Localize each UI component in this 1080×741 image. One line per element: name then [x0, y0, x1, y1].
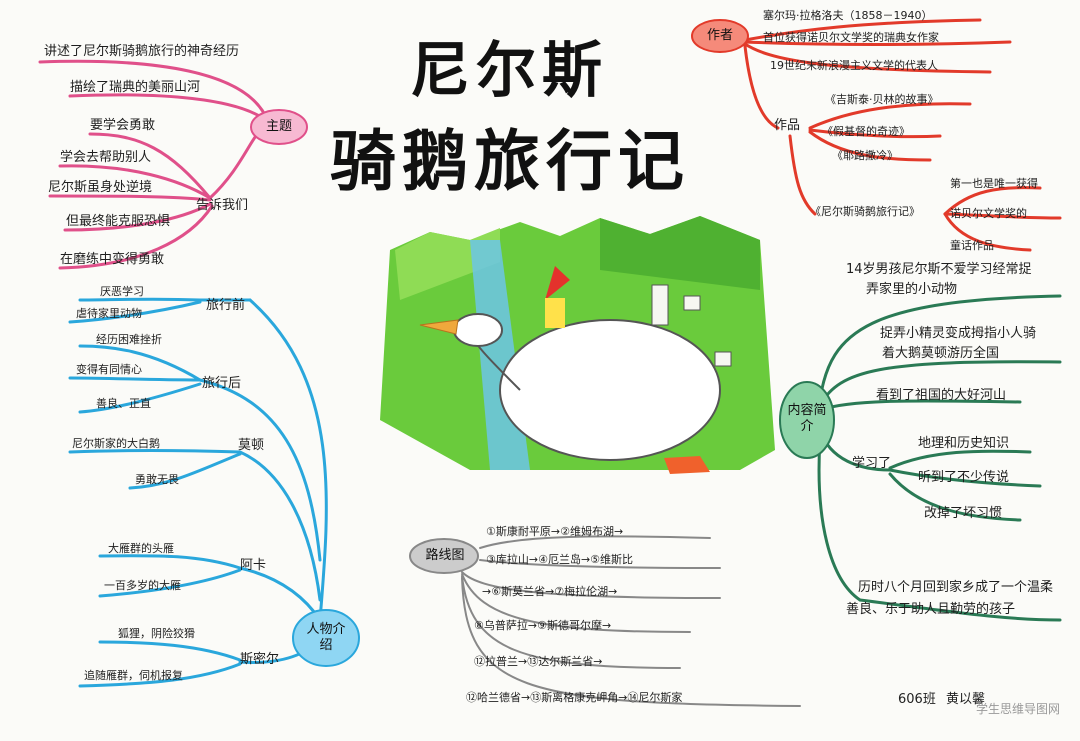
theme-tells-item: 要学会勇敢 [90, 118, 156, 133]
summary-ending: 善良、乐于助人且勤劳的孩子 [846, 602, 1016, 617]
route-node: 路线图 [425, 548, 465, 563]
author-works-note: 童话作品 [950, 239, 994, 252]
theme-tells-item: 在磨练中变得勇敢 [60, 252, 165, 267]
characters-mokan-item: 尼尔斯家的大白鹅 [72, 437, 160, 450]
route-row: →⑥斯莫兰省→⑦梅拉伦湖→ [482, 585, 618, 598]
theme-item: 描绘了瑞典的美丽山河 [70, 80, 201, 95]
summary-ending: 历时八个月回到家乡成了一个温柔 [858, 580, 1054, 595]
characters-before-item: 厌恶学习 [100, 285, 144, 298]
route-row: ①斯康耐平原→②维姆布湖→ [486, 525, 624, 538]
route-row: ⑫拉普兰→⑬达尔斯兰省→ [474, 655, 603, 668]
characters-before-label: 旅行前 [206, 298, 246, 313]
summary-learned-item: 改掉了坏习惯 [924, 506, 1003, 521]
characters-mokan-label: 莫顿 [238, 438, 265, 453]
theme-item: 讲述了尼尔斯骑鹅旅行的神奇经历 [44, 44, 240, 59]
summary-learned-item: 地理和历史知识 [918, 436, 1010, 451]
route-row: ⑧乌普萨拉→⑨斯德哥尔摩→ [474, 619, 612, 632]
summary-item: 看到了祖国的大好河山 [876, 388, 1007, 403]
theme-tells-label: 告诉我们 [196, 198, 249, 213]
goose-illustration [380, 216, 775, 474]
summary-item: 着大鹅莫顿游历全国 [882, 346, 1000, 361]
characters-after-item: 善良、正直 [96, 397, 151, 410]
author-works-note: 第一也是唯一获得 [950, 177, 1038, 190]
characters-after-item: 经历困难挫折 [96, 333, 162, 346]
summary-node: 内容简介 [787, 403, 827, 434]
characters-after-item: 变得有同情心 [76, 363, 142, 376]
summary-learned-label: 学习了 [852, 456, 892, 471]
characters-node: 人物介绍 [306, 622, 346, 653]
summary-item: 捉弄小精灵变成拇指小人骑 [880, 326, 1037, 341]
theme-node: 主题 [265, 119, 292, 134]
theme-tells-item: 尼尔斯虽身处逆境 [48, 180, 153, 195]
characters-smirre-item: 狐狸，阴险狡猾 [118, 627, 195, 640]
characters-smirre-item: 追随雁群，伺机报复 [84, 669, 183, 682]
summary-item: 14岁男孩尼尔斯不爱学习经常捉 [846, 262, 1032, 277]
author-node: 作者 [706, 28, 733, 43]
route-row: ⑫哈兰德省→⑬斯离格康克岬角→⑭尼尔斯家 [466, 691, 683, 704]
title-line1: 尼尔斯 [410, 36, 608, 106]
author-line: 19世纪末新浪漫主义文学的代表人 [770, 59, 938, 72]
route-row: ③库拉山→④厄兰岛→⑤维斯比 [486, 553, 634, 566]
characters-mokan-item: 勇敢无畏 [135, 473, 179, 486]
characters-before-item: 虐待家里动物 [76, 307, 142, 320]
author-line: 塞尔玛·拉格洛夫（1858－1940） [763, 9, 933, 22]
signature-class: 606班 [898, 692, 936, 707]
summary-learned-item: 听到了不少传说 [918, 470, 1010, 485]
characters-smirre-label: 斯密尔 [240, 652, 280, 667]
characters-akka-item: 一百多岁的大雁 [104, 579, 181, 592]
characters-after-label: 旅行后 [202, 376, 242, 391]
author-works-label: 作品 [774, 118, 801, 133]
summary-item: 弄家里的小动物 [866, 282, 958, 297]
title-line2: 骑鹅旅行记 [330, 122, 690, 200]
watermark: 学生思维导图网 [976, 702, 1061, 716]
theme-tells-item: 但最终能克服恐惧 [66, 214, 171, 229]
characters-akka-item: 大雁群的头雁 [108, 542, 174, 555]
author-work: 《尼尔斯骑鹅旅行记》 [810, 205, 920, 218]
author-work: 《吉斯泰·贝林的故事》 [825, 93, 939, 106]
author-work: 《耶路撒冷》 [832, 149, 898, 162]
author-works-note: 诺贝尔文学奖的 [950, 207, 1027, 220]
author-line: 首位获得诺贝尔文学奖的瑞典女作家 [763, 31, 939, 44]
theme-tells-item: 学会去帮助别人 [60, 150, 152, 165]
author-work: 《假基督的奇迹》 [822, 125, 910, 138]
signature-name: 黄以馨 [946, 692, 986, 707]
characters-akka-label: 阿卡 [240, 558, 267, 573]
